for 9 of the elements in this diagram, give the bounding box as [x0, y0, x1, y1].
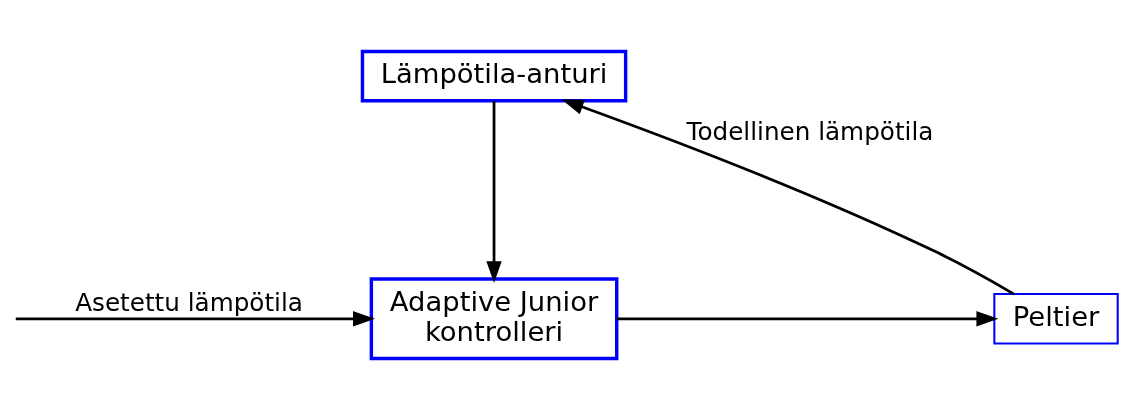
arrow: [616, 310, 999, 326]
edge-label: Todellinen lämpötila: [686, 116, 934, 146]
arrow: [561, 98, 1015, 295]
node-box: Peltier: [993, 292, 1119, 344]
arrow: [486, 100, 502, 283]
node-box: Adaptive Junior kontrolleri: [369, 276, 619, 360]
node-box: Lämpötila-anturi: [360, 49, 628, 103]
edge-label: Asetettu lämpötila: [75, 287, 303, 317]
arrow: [15, 310, 375, 326]
